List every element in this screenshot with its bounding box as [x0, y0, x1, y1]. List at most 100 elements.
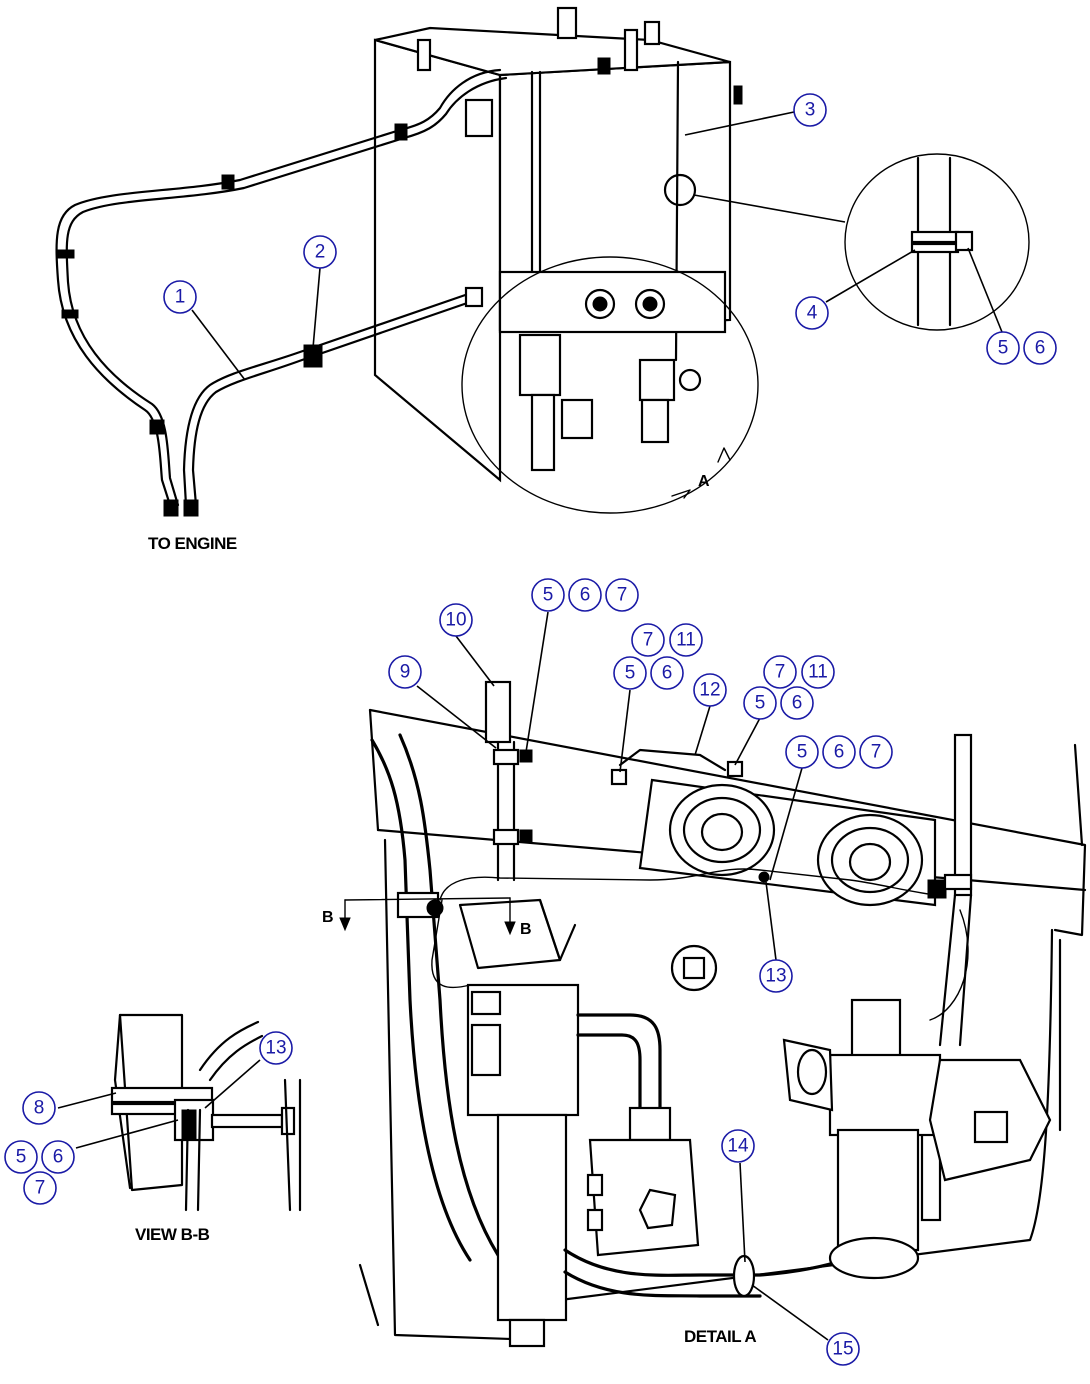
- svg-text:5: 5: [998, 338, 1009, 359]
- balloon-7-bracket-b: 7: [763, 655, 797, 689]
- svg-text:13: 13: [765, 966, 786, 987]
- balloon-7-panel: 7: [859, 735, 893, 769]
- svg-text:6: 6: [580, 585, 591, 606]
- view-bb-filter: [118, 1013, 184, 1192]
- balloon-6-panel: 6: [822, 735, 856, 769]
- svg-text:14: 14: [727, 1136, 749, 1157]
- clamp-detail: [693, 153, 1030, 331]
- clamp-callout-circle: [663, 173, 697, 207]
- view-bb-caption: VIEW B-B: [135, 1225, 210, 1244]
- side-connector: [464, 98, 494, 138]
- filter-small: [530, 393, 556, 472]
- balloon-5-panel: 5: [785, 735, 819, 769]
- svg-text:5: 5: [797, 742, 808, 763]
- hose-clamp-2: [303, 344, 323, 368]
- top-fitting: [597, 57, 611, 75]
- plate-left-edge: [383, 838, 542, 1342]
- svg-text:5: 5: [625, 663, 636, 684]
- balloon-5-tube: 5: [531, 578, 565, 612]
- hoses-to-engine: [55, 68, 508, 517]
- leaders: [57, 111, 1003, 1341]
- svg-text:3: 3: [805, 100, 816, 121]
- svg-text:10: 10: [445, 610, 466, 631]
- svg-text:1: 1: [175, 287, 186, 308]
- clamp-detail-circle: [844, 153, 1030, 331]
- balloon-11-bracket-b: 11: [801, 655, 835, 689]
- sensor-small: [638, 358, 676, 402]
- balloon-12: 12: [693, 673, 727, 707]
- return-hose: [370, 738, 472, 1262]
- tank-assembly: A: [373, 6, 759, 514]
- svg-text:15: 15: [832, 1339, 853, 1360]
- detail-a-caption: DETAIL A: [684, 1327, 756, 1346]
- svg-text:11: 11: [676, 630, 696, 651]
- svg-text:5: 5: [543, 585, 554, 606]
- balloon-2: 2: [303, 235, 337, 269]
- balloon-13-view-bb: 13: [259, 1031, 293, 1065]
- detail-a-assembly: B B: [322, 680, 1087, 1348]
- tube-10: [484, 680, 512, 744]
- balloon-7-tube: 7: [605, 578, 639, 612]
- svg-text:7: 7: [871, 742, 882, 763]
- svg-text:2: 2: [315, 242, 326, 263]
- balloon-11-bracket-a: 11: [669, 623, 703, 657]
- breather: [623, 28, 639, 72]
- balloon-5-bracket-b: 5: [743, 686, 777, 720]
- svg-text:6: 6: [792, 693, 803, 714]
- filter-element-left: [496, 1113, 568, 1322]
- svg-text:7: 7: [617, 585, 628, 606]
- balloon-8: 8: [22, 1091, 56, 1125]
- filter-cap-right: [850, 998, 902, 1062]
- svg-text:6: 6: [1035, 338, 1046, 359]
- svg-text:6: 6: [662, 663, 673, 684]
- drain-hose: [563, 1248, 852, 1277]
- balloon-7-view-bb: 7: [23, 1171, 57, 1205]
- balloon-5-bracket-a: 5: [613, 656, 647, 690]
- hose-clamp-14: [732, 1254, 756, 1298]
- svg-text:7: 7: [775, 662, 786, 683]
- section-b-left-label: B: [322, 909, 334, 926]
- svg-text:5: 5: [755, 693, 766, 714]
- bracket-12: [618, 748, 727, 772]
- balloon-6-view-bb: 6: [41, 1140, 75, 1174]
- clamp-bolt: [954, 230, 974, 252]
- filter-head-right: [828, 1053, 942, 1137]
- tank-top-face: [374, 26, 731, 77]
- svg-text:4: 4: [807, 303, 818, 324]
- hose-left-outer: [55, 68, 502, 507]
- clamp-band: [910, 230, 960, 244]
- top-bracket: [416, 38, 432, 72]
- balloon-10: 10: [439, 603, 473, 637]
- filter-small-right: [640, 398, 670, 444]
- balloon-3: 3: [793, 93, 827, 127]
- filter-hose: [576, 1013, 662, 1112]
- valve-small: [560, 398, 594, 440]
- filter-element-right: [836, 1128, 920, 1252]
- balloon-13-harness: 13: [759, 959, 793, 993]
- filler-cap: [556, 6, 578, 40]
- svg-text:13: 13: [265, 1038, 286, 1059]
- hose-right-outer: [182, 290, 476, 507]
- svg-text:6: 6: [53, 1147, 64, 1168]
- to-engine-caption: TO ENGINE: [148, 534, 237, 553]
- balloon-5-view-bb: 5: [4, 1140, 38, 1174]
- svg-text:11: 11: [808, 662, 828, 683]
- balloon-6-tube: 6: [568, 578, 602, 612]
- balloon-14: 14: [721, 1129, 755, 1163]
- svg-text:8: 8: [34, 1098, 45, 1119]
- side-plug: [733, 85, 743, 105]
- svg-text:9: 9: [400, 662, 411, 683]
- svg-text:7: 7: [35, 1178, 46, 1199]
- balloon-5-clamp: 5: [986, 331, 1020, 365]
- pressure-switch-block: [588, 1138, 700, 1257]
- view-bb-clamp: [110, 1086, 214, 1104]
- balloon-4: 4: [795, 296, 829, 330]
- breather-cap: [643, 20, 661, 46]
- section-b-right-label: B: [520, 921, 532, 938]
- svg-text:7: 7: [643, 630, 654, 651]
- view-arrow-a-label: A: [698, 473, 710, 490]
- balloon-9: 9: [388, 655, 422, 689]
- svg-text:5: 5: [16, 1147, 27, 1168]
